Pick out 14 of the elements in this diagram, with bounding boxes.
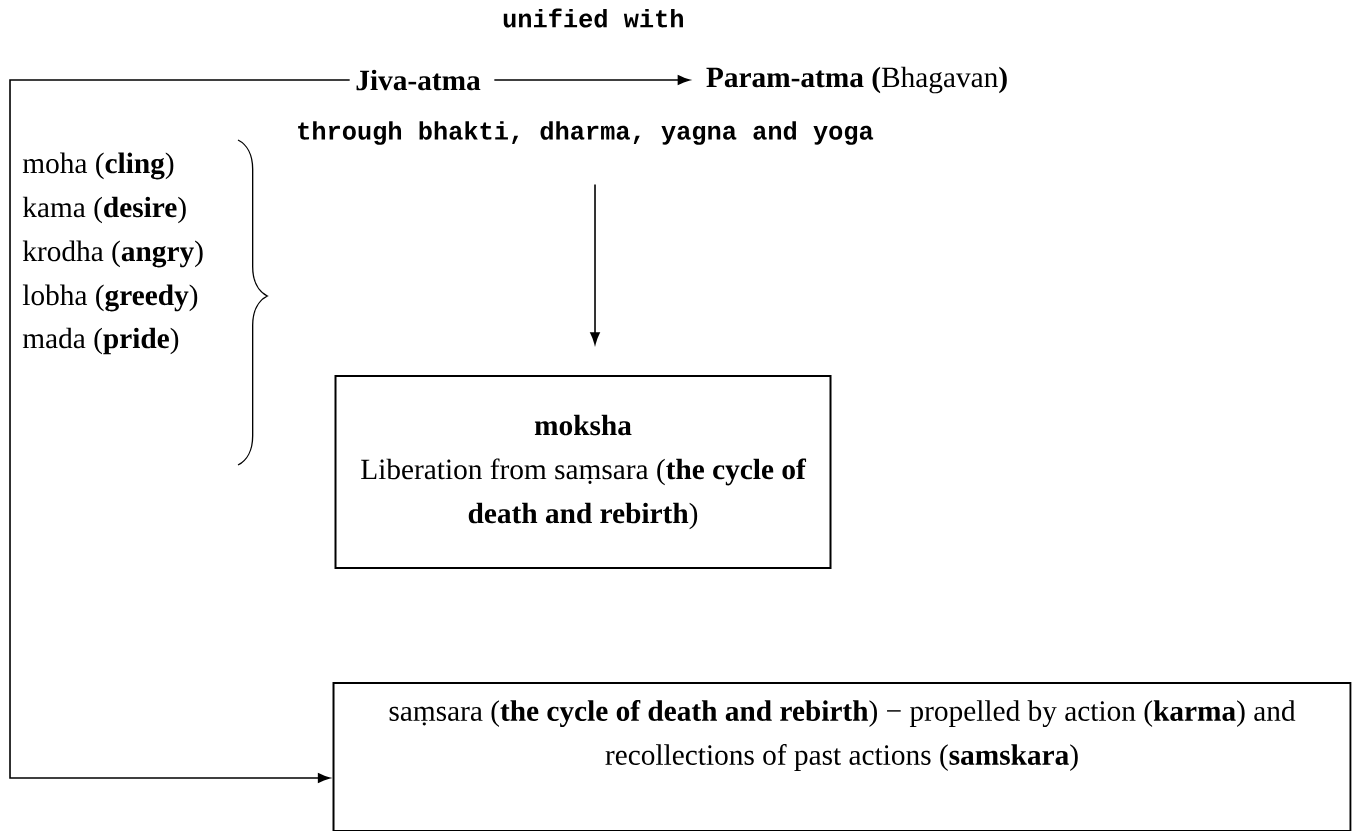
- text-label: through bhakti, dharma, yagna and yoga: [298, 121, 874, 145]
- arrow: [9, 79, 351, 783]
- arrow: [590, 183, 600, 345]
- list-item: lobha (greedy): [22, 284, 198, 312]
- text-label: Param-atma (Bhagavan): [706, 66, 1007, 94]
- edge-label: unified with: [503, 8, 683, 28]
- bold-label: Jiva-atma: [356, 69, 481, 91]
- list-item: krodha (angry): [22, 240, 203, 268]
- list-item: kama (desire): [22, 196, 186, 224]
- arrow: [493, 75, 690, 85]
- list-item: mada (pride): [22, 327, 179, 355]
- text-box: saṃsara (the cycle of death and rebirth) − propelled by action (karma) and recollections of past actions (samskara): [332, 682, 1352, 831]
- text-box: moksha Liberation from saṃsara (the cycle of death and rebirth): [334, 375, 832, 569]
- list-item: moha (cling): [22, 152, 174, 180]
